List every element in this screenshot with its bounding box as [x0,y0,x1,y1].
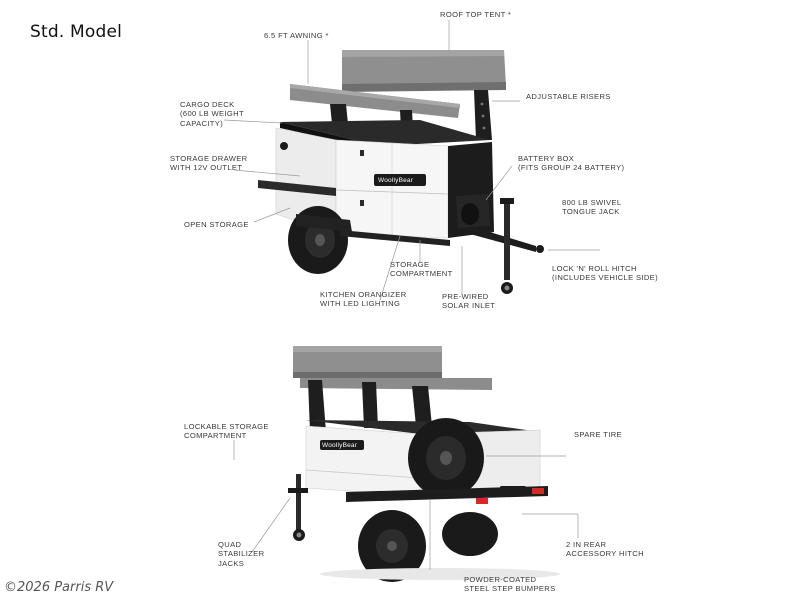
step-bumper [346,486,548,504]
adjustable-risers [330,90,492,148]
page-title: Std. Model [30,22,123,42]
rear-risers [308,380,432,432]
callout-battery-box: BATTERY BOX (FITS GROUP 24 BATTERY) [518,154,625,173]
open-storage-shelf [258,180,336,196]
battery-box [456,194,490,228]
stabilizer-jack [288,474,308,541]
watermark: ©2026 Parris RV [4,580,114,595]
callout-tongue-jack: 800 LB SWIVEL TONGUE JACK [562,198,622,217]
trailer-body [275,127,494,239]
awning-bar [290,84,460,118]
callout-step-bumpers: POWDER-COATED STEEL STEP BUMPERS [464,575,556,594]
callout-storage-drawer: STORAGE DRAWER WITH 12V OUTLET [170,154,248,173]
spare-tire [408,418,484,498]
brand-badge-rear: WoollyBear [322,442,358,449]
callout-lock-n-roll-hitch: LOCK 'N' ROLL HITCH (INCLUDES VEHICLE SI… [552,264,658,283]
ground-shadow [320,568,560,580]
callout-roof-top-tent: ROOF TOP TENT * [440,10,512,19]
undercarriage [340,230,450,246]
callout-awning: 6.5 FT AWNING * [264,31,329,40]
callout-quad-jacks: QUAD STABILIZER JACKS [218,540,265,568]
callout-cargo-deck: CARGO DECK (600 LB WEIGHT CAPACITY) [180,100,244,128]
rear-roof-top-tent [293,346,442,378]
roof-top-tent [342,50,506,92]
callout-lockable-storage: LOCKABLE STORAGE COMPARTMENT [184,422,269,441]
front-view-wheel [288,206,352,274]
callout-kitchen-organizer: KITCHEN ORANGIZER WITH LED LIGHTING [320,290,407,309]
callout-leader-lines [223,20,600,570]
trailer-rear-view [288,346,560,582]
callout-storage-compartment: STORAGE COMPARTMENT [390,260,453,279]
rear-awning-bar [300,378,492,390]
callout-adjustable-risers: ADJUSTABLE RISERS [526,92,611,101]
trailer-front-view [258,50,544,294]
callout-rear-hitch: 2 IN REAR ACCESSORY HITCH [566,540,644,559]
brand-badge-front: WoollyBear [378,177,414,184]
tongue-hitch [470,198,544,294]
callout-spare-tire: SPARE TIRE [574,430,622,439]
rear-view-wheels [358,510,498,582]
callout-open-storage: OPEN STORAGE [184,220,249,229]
callout-solar-inlet: PRE-WIRED SOLAR INLET [442,292,496,311]
